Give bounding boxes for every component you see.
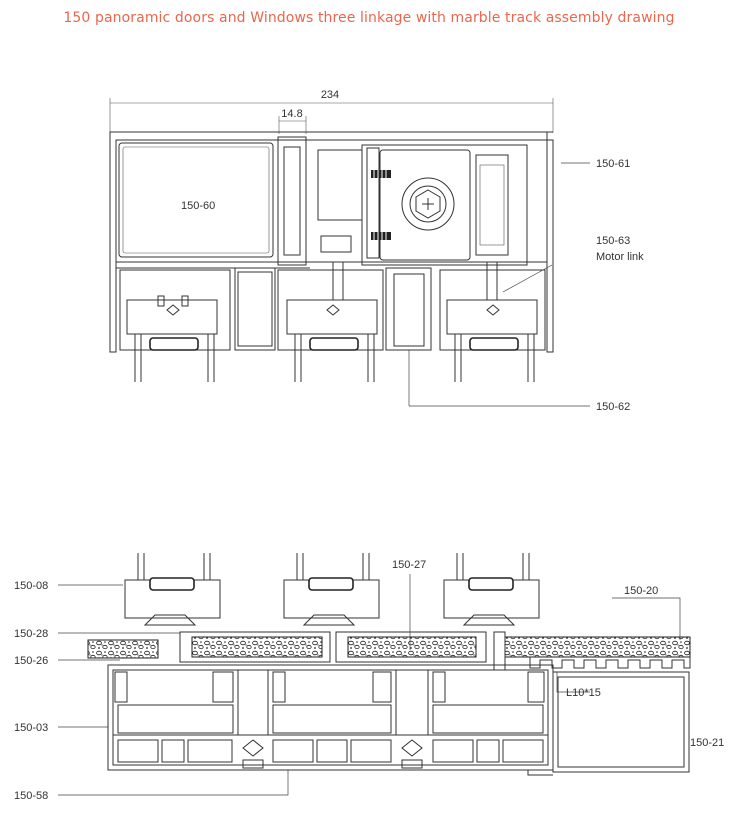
- leader-150-58: [58, 770, 289, 796]
- leader-150-62: [408, 350, 590, 407]
- leader-angle: [556, 672, 590, 693]
- leader-150-20: [612, 597, 681, 640]
- label-150-03: 150-03: [14, 722, 48, 734]
- marble-support-teeth: [529, 657, 691, 669]
- bottom-sash-3: [443, 553, 540, 626]
- label-150-63: 150-63: [596, 235, 630, 247]
- top-sash-3: [446, 262, 538, 382]
- label-150-27: 150-27: [392, 559, 426, 571]
- side-box-150-21: [527, 671, 690, 776]
- bottom-section: 150-08 150-28 150-26 150-03 150-58 150-2…: [14, 553, 724, 802]
- label-angle: L10*15: [566, 687, 601, 699]
- bottom-sash-2: [283, 553, 380, 626]
- label-150-26: 150-26: [14, 655, 48, 667]
- bottom-sash-1: [124, 553, 221, 626]
- spring-lower: [371, 232, 391, 240]
- drawing-title: 150 panoramic doors and Windows three li…: [63, 10, 675, 26]
- top-sash-1: [126, 295, 218, 382]
- dimension-overall: 234: [109, 89, 554, 133]
- label-150-60: 150-60: [181, 200, 215, 212]
- label-150-20: 150-20: [624, 585, 658, 597]
- dimension-detail-text: 14.8: [281, 108, 302, 120]
- leader-150-63: [502, 264, 553, 293]
- bottom-frame: [107, 664, 554, 771]
- top-section: 234 14.8: [109, 89, 644, 413]
- dimension-detail: 14.8: [278, 108, 307, 134]
- top-frame: [109, 131, 554, 353]
- label-motor-link: Motor link: [596, 251, 644, 263]
- label-150-58: 150-58: [14, 790, 48, 802]
- label-150-28: 150-28: [14, 628, 48, 640]
- marble-strips: [87, 636, 691, 659]
- label-150-61: 150-61: [596, 158, 630, 170]
- top-sash-2: [286, 262, 378, 382]
- spring-upper: [371, 170, 391, 178]
- label-150-62: 150-62: [596, 401, 630, 413]
- label-150-08: 150-08: [14, 580, 48, 592]
- label-150-21: 150-21: [690, 737, 724, 749]
- dimension-overall-text: 234: [321, 89, 339, 101]
